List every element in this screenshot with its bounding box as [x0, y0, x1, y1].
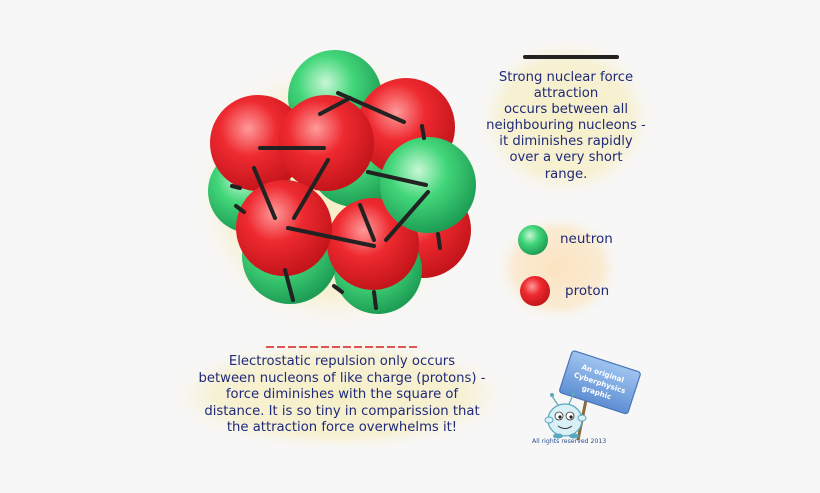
- callout-line: it diminishes rapidly: [499, 134, 633, 150]
- strong-force-callout: Strong nuclear force attraction occurs b…: [486, 70, 646, 183]
- repulsion-panel: [160, 336, 520, 454]
- legend-panel: [494, 212, 622, 324]
- copyright-notice: All rights reserved 2013: [532, 438, 607, 445]
- proton-sphere: [278, 95, 374, 191]
- callout-line: the attraction force overwhelms it!: [226, 420, 458, 435]
- callout-line: over a very short: [509, 150, 623, 166]
- callout-line: neighbouring nucleons -: [486, 118, 646, 134]
- strong-force-bonds: [230, 55, 619, 310]
- callout-line: Strong nuclear force: [498, 70, 634, 85]
- callout-line: Electrostatic repulsion only occurs: [228, 354, 456, 369]
- cyberphysics-mascot: An original Cyberphysics graphic: [544, 350, 641, 441]
- callout-line: attraction: [533, 86, 599, 102]
- repulsion-callout: Electrostatic repulsion only occurs betw…: [178, 354, 506, 437]
- legend-neutron-label: neutron: [560, 231, 613, 247]
- legend-neutron-swatch: [518, 225, 548, 255]
- proton-sphere: [210, 95, 306, 191]
- callout-line: distance. It is so tiny in comparission …: [204, 403, 480, 419]
- legend-proton-label: proton: [565, 283, 610, 299]
- callout-line: range.: [544, 166, 588, 182]
- callout-line: between nucleons of like charge (protons…: [198, 370, 486, 386]
- callout-line: force diminishes with the square of: [225, 387, 459, 402]
- legend-proton-swatch: [520, 276, 550, 306]
- proton-sphere: [236, 180, 332, 276]
- strong-force-panel: [474, 34, 658, 202]
- callout-line: occurs between all: [503, 102, 629, 118]
